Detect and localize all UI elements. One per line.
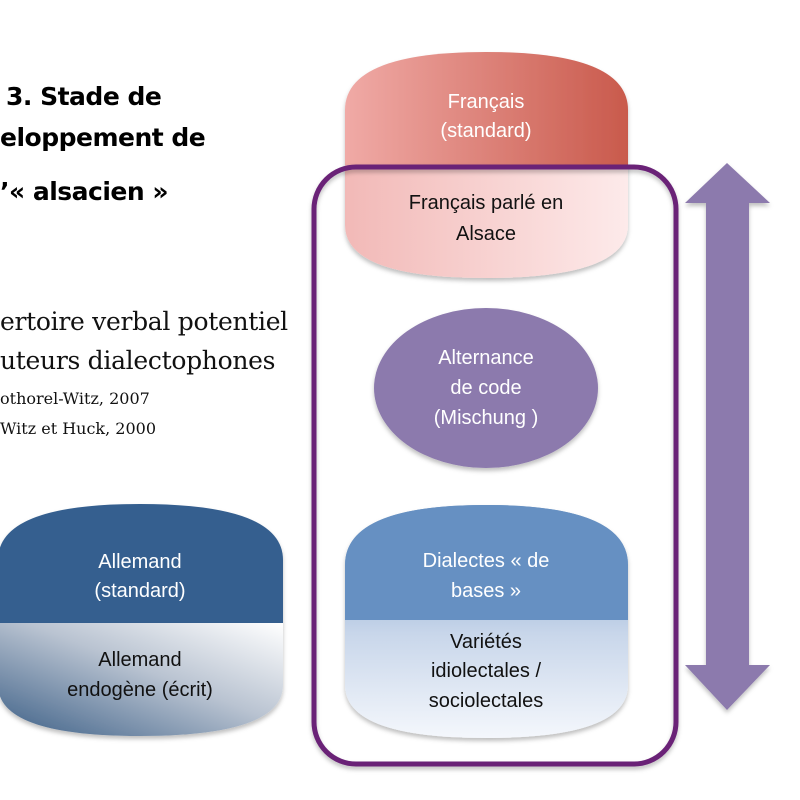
double-arrow-icon [685, 163, 770, 710]
alternance-ellipse [374, 308, 598, 468]
cylinder-francais: Français (standard) Français parlé en Al… [345, 52, 628, 278]
slide-title-line-2: eloppement de [0, 118, 206, 158]
title-line-2: eloppement de [0, 123, 206, 152]
dialectes-label-2: bases » [451, 580, 521, 602]
varietes-label-1: Variétés [450, 631, 522, 653]
alternance-label-2: de code [450, 377, 521, 399]
title-line-3: ’« alsacien » [0, 177, 169, 206]
varietes-label-2: idiolectales / [431, 660, 542, 682]
cylinder-allemand: Allemand (standard) Allemand endogène (é… [0, 504, 283, 736]
dialectes-top-shape [345, 505, 628, 620]
alternance-node: Alternance de code (Mischung ) [374, 308, 598, 468]
francais-standard-shape [345, 52, 628, 165]
slide-title-line-3: ’« alsacien » [0, 172, 169, 212]
citation-2: Witz et Huck, 2000 [0, 419, 157, 438]
alternance-label-3: (Mischung ) [434, 407, 538, 429]
allemand-endogene-label-1: Allemand [98, 649, 181, 671]
allemand-standard-label-1: Allemand [98, 551, 181, 573]
subtitle-line-1: ertoire verbal potentiel [0, 307, 288, 336]
francais-alsace-label-2: Alsace [456, 223, 516, 245]
francais-standard-label-2: (standard) [440, 120, 531, 142]
dialectes-label-1: Dialectes « de [423, 550, 550, 572]
citation-1: othorel-Witz, 2007 [0, 389, 150, 408]
cylinder-dialectes: Dialectes « de bases » Variétés idiolect… [345, 505, 628, 738]
title-line-1: 3. Stade de [6, 82, 162, 111]
allemand-standard-label-2: (standard) [94, 580, 185, 602]
varietes-label-3: sociolectales [429, 690, 544, 712]
allemand-endogene-shape [0, 623, 283, 736]
allemand-standard-shape [0, 504, 283, 623]
francais-standard-label-1: Français [448, 91, 525, 113]
francais-alsace-shape [345, 165, 628, 278]
alternance-label-1: Alternance [438, 347, 534, 369]
francais-alsace-label-1: Français parlé en [409, 192, 564, 214]
allemand-endogene-label-2: endogène (écrit) [67, 679, 213, 701]
alsacien-frame [311, 164, 679, 767]
subtitle-line-2: uteurs dialectophones [0, 346, 276, 375]
slide-title: 3. Stade de [6, 77, 162, 117]
